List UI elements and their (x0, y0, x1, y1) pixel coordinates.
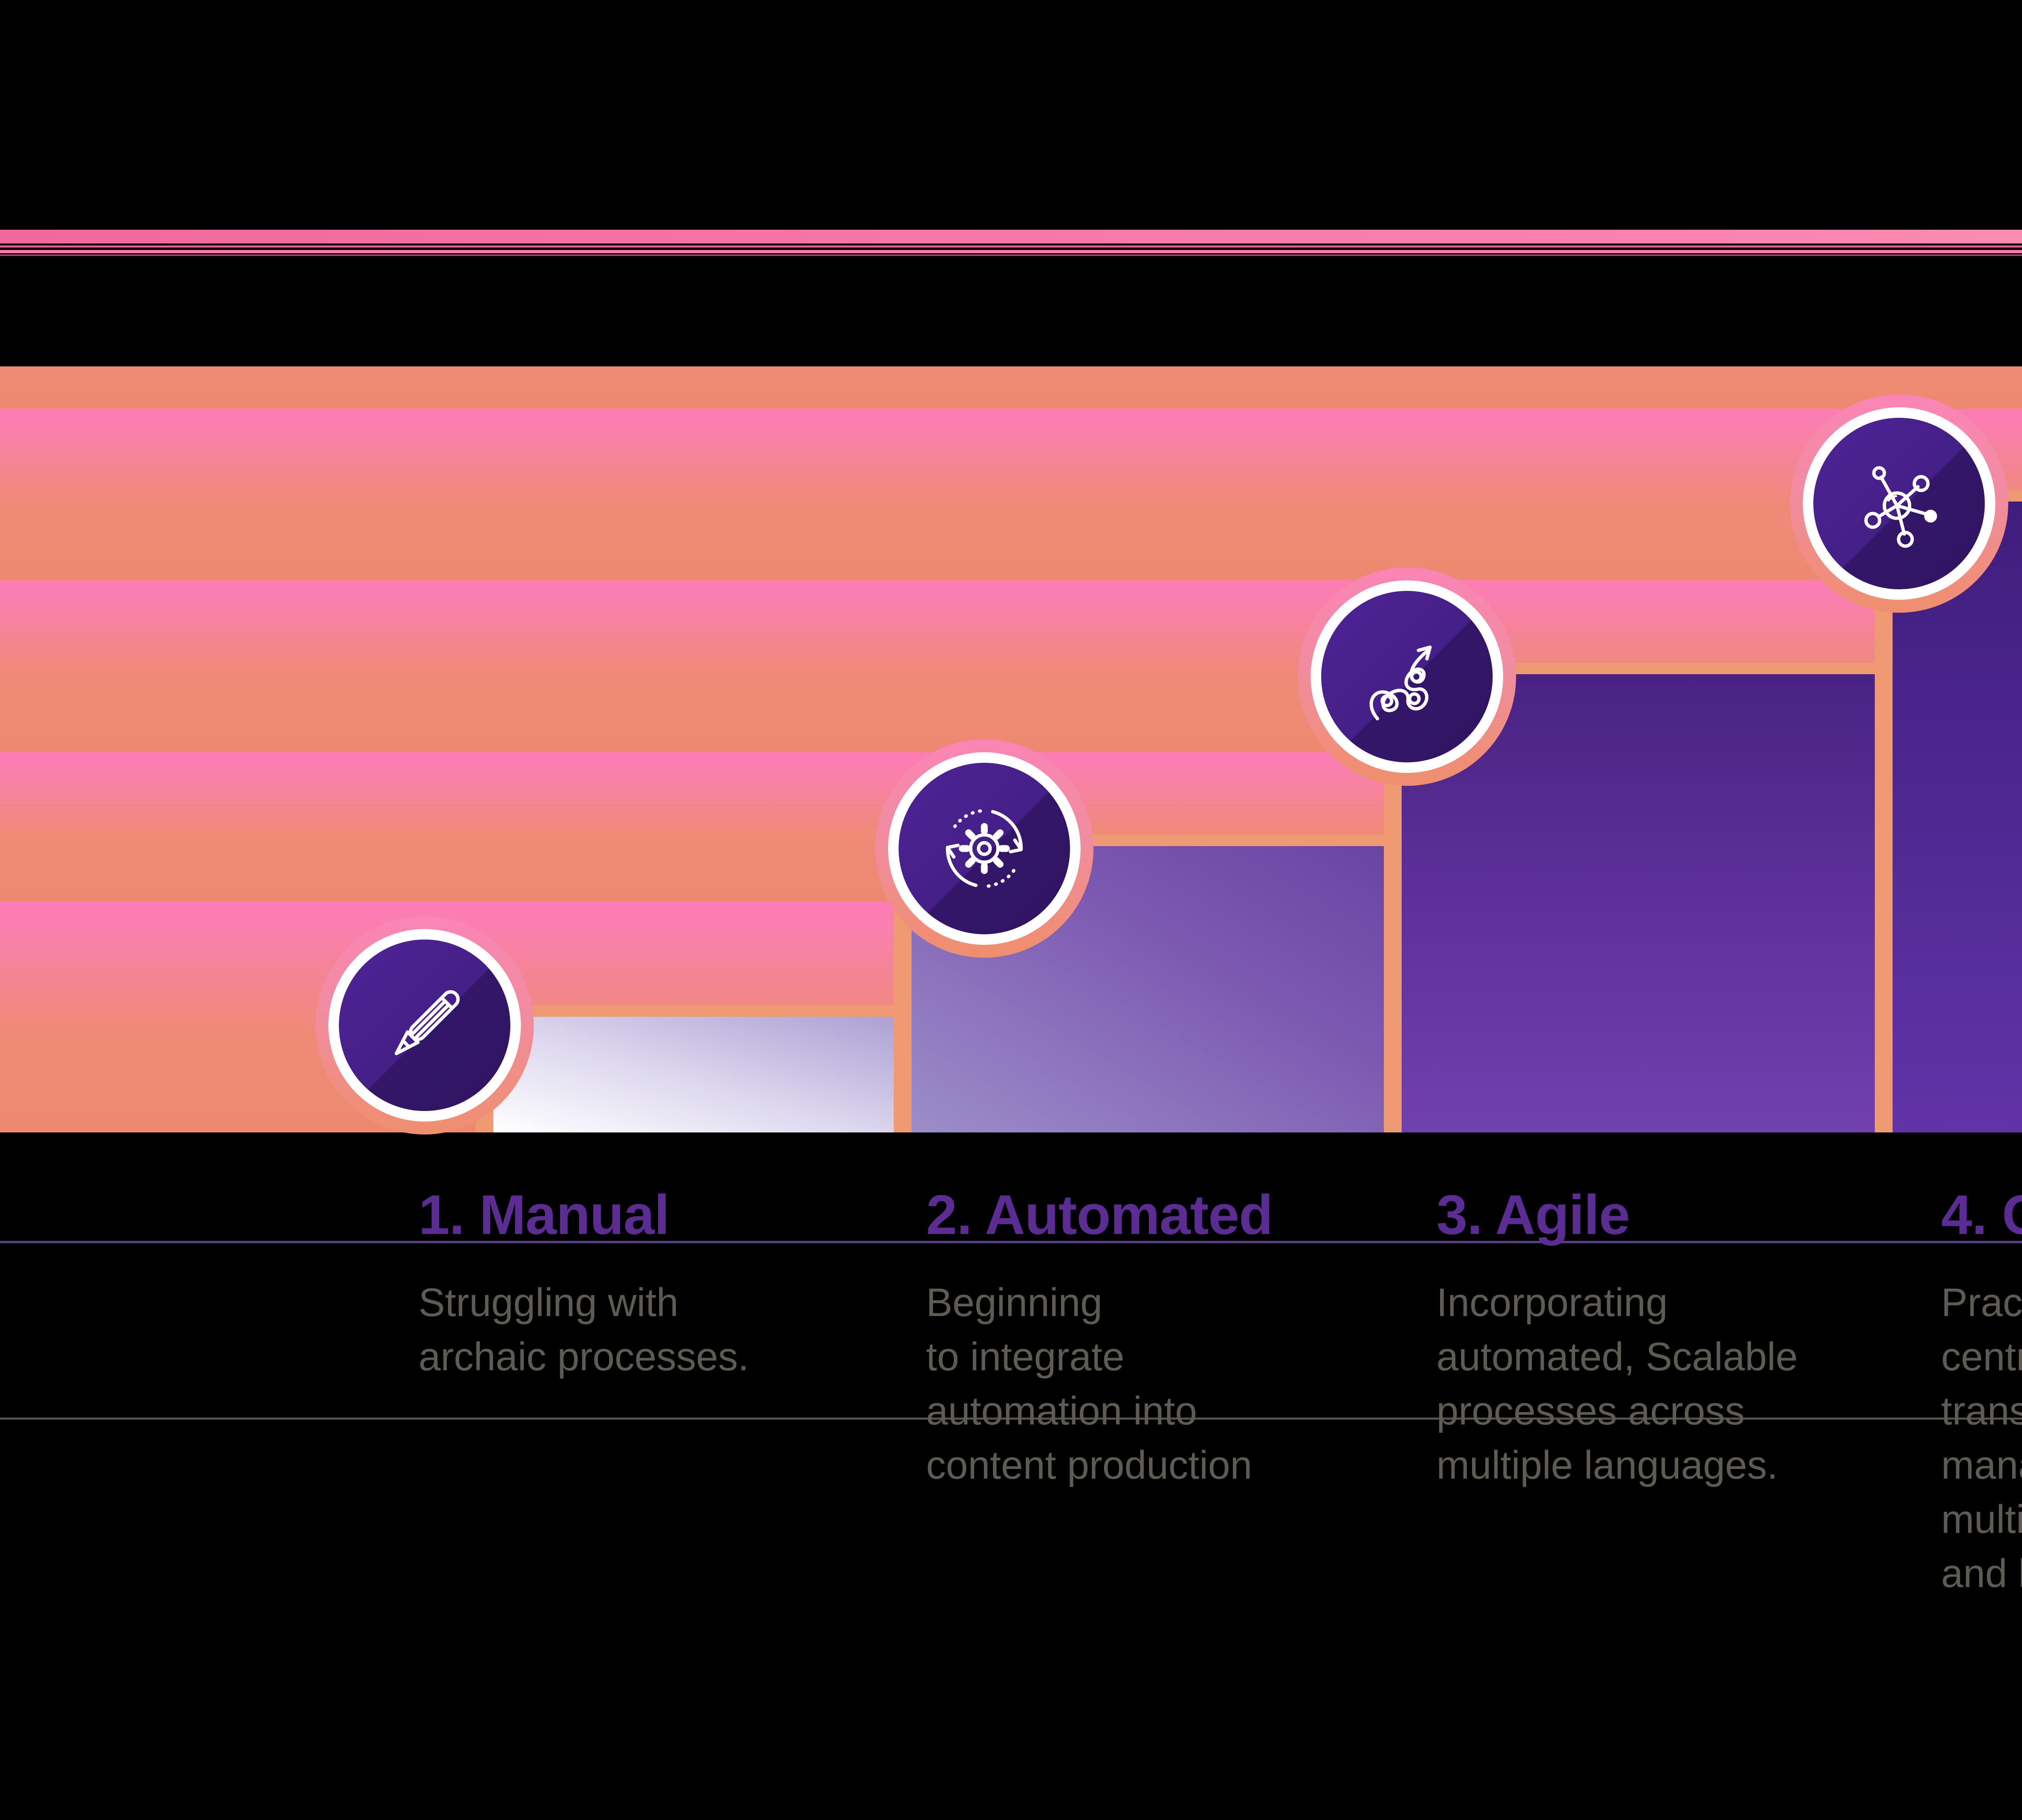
sync-gear-icon (899, 763, 1070, 934)
step-3-icon-circle (1298, 567, 1516, 786)
step-2-icon-circle (875, 739, 1093, 958)
step-1-block (493, 1017, 894, 1132)
top-hairline-3 (0, 254, 2022, 256)
network-icon (1813, 418, 1985, 589)
step-4-description: Practicing strategic centralized transla… (1941, 1280, 2022, 1596)
step-column-1: 1. Manual Struggling with archaic proces… (419, 1187, 896, 1384)
step-column-2: 2. Automated Beginning to integrate auto… (926, 1187, 1403, 1492)
step-3-title: 3. Agile (1436, 1184, 1630, 1246)
heading-underline-rule (0, 1241, 2022, 1243)
winding-path-icon (1321, 591, 1493, 762)
top-pink-line (0, 230, 2022, 243)
pencil-icon (339, 940, 510, 1111)
step-2-description: Beginning to integrate automation into c… (926, 1280, 1252, 1487)
step-1-description: Struggling with archaic processes. (419, 1280, 749, 1379)
top-black-zone (0, 0, 2022, 366)
step-2-title: 2. Automated (926, 1184, 1273, 1246)
step-column-3: 3. Agile Incorporating automated, Scalab… (1436, 1187, 1914, 1492)
step-4-title: 4. Centralized (1941, 1184, 2022, 1246)
description-divider-rule (0, 1418, 2022, 1420)
top-hairline-2 (0, 250, 2022, 253)
step-4-icon-circle (1790, 394, 2008, 613)
step-3-description: Incorporating automated, Scalable proces… (1436, 1280, 1798, 1487)
step-1-icon-circle (315, 916, 534, 1134)
top-hairline-1 (0, 245, 2022, 248)
step-column-4: 4. Centralized Practicing strategic cent… (1941, 1187, 2022, 1600)
step-1-title: 1. Manual (419, 1184, 670, 1246)
background-stripe-band (0, 409, 2022, 580)
